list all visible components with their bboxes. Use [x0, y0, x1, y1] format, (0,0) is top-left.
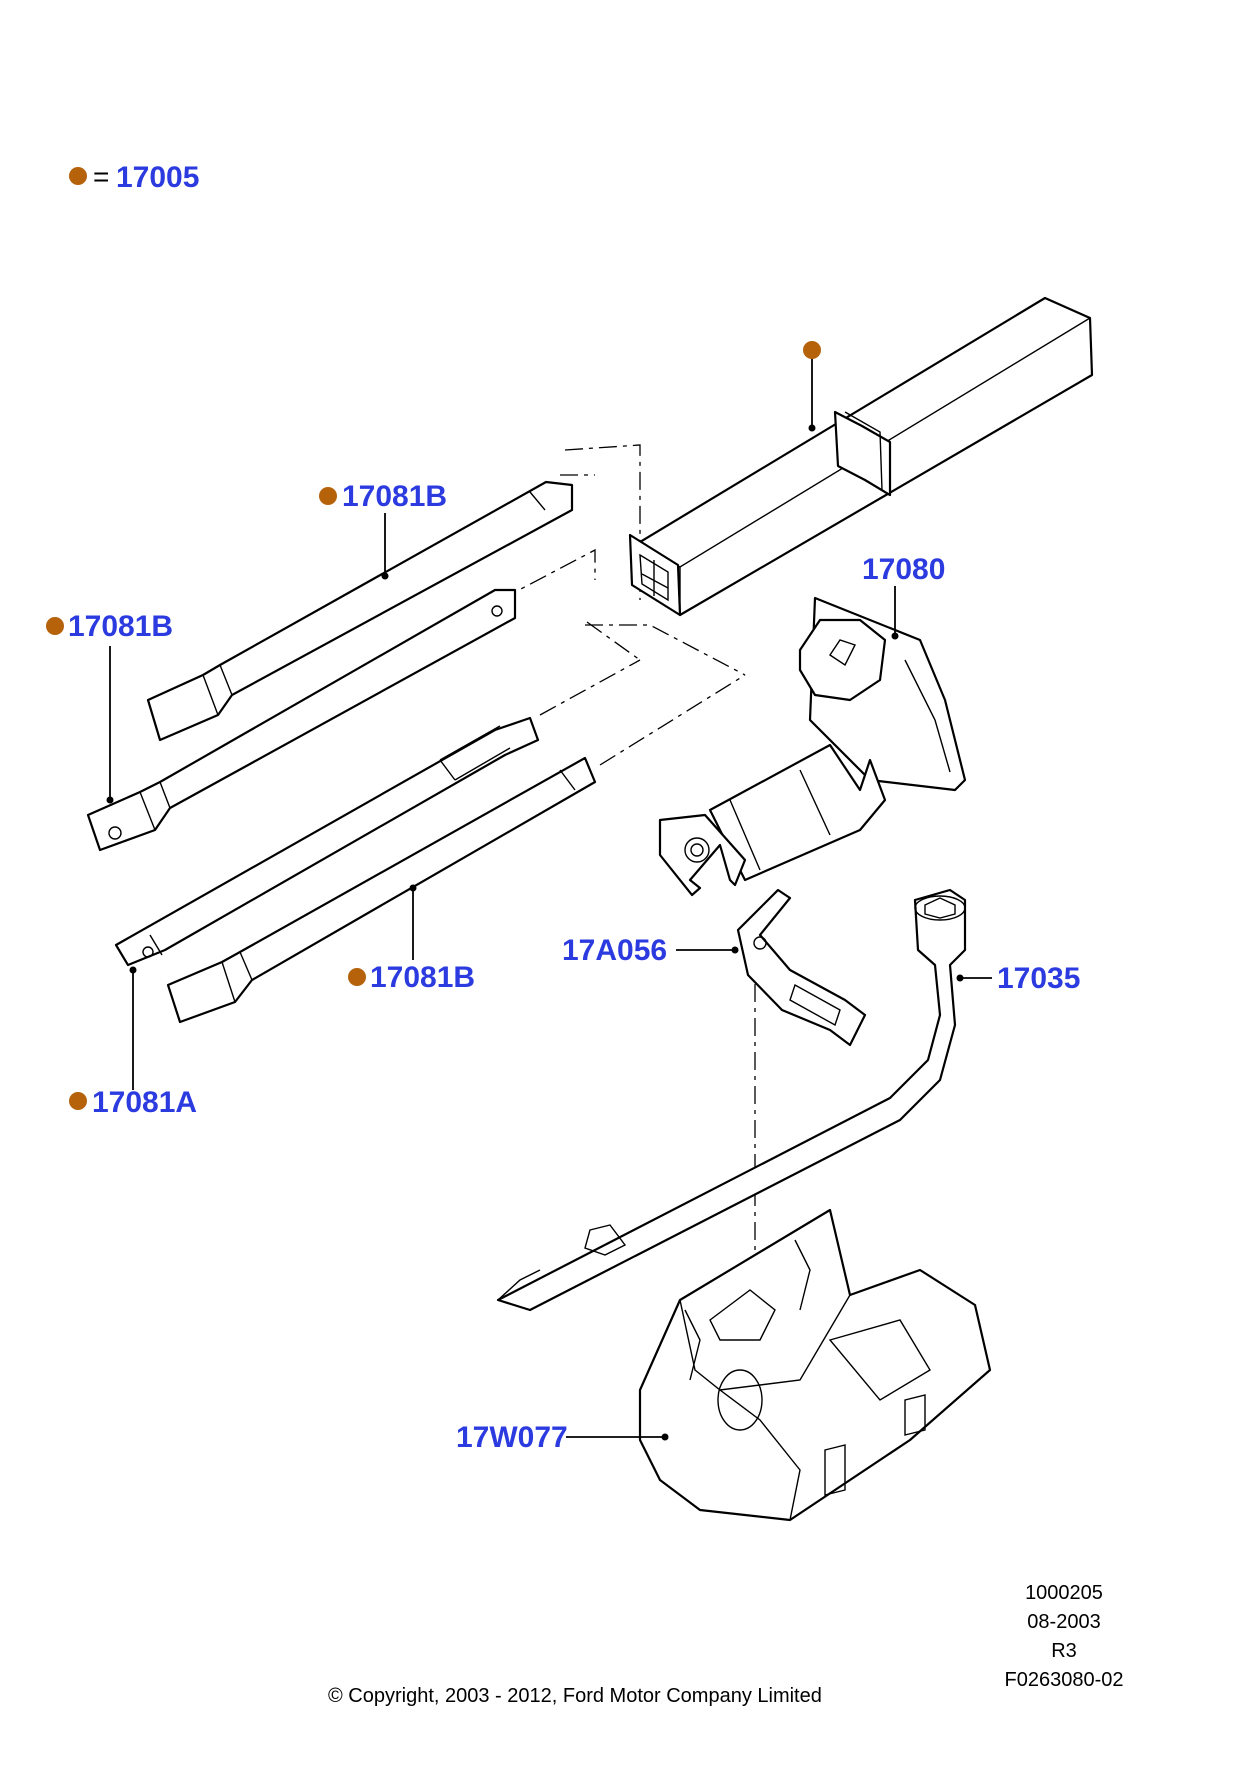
- tool-storage-tray: [638, 1208, 992, 1522]
- top-rod-kit-marker-icon: [319, 487, 337, 505]
- ref-number: 1000205: [1025, 1582, 1103, 1604]
- copyright-notice: © Copyright, 2003 - 2012, Ford Motor Com…: [328, 1685, 822, 1707]
- retaining-clip: [736, 888, 867, 1047]
- bottom-rod-callout: 17081B: [370, 961, 475, 994]
- wrench-callout: 17035: [997, 962, 1080, 995]
- ref-drawing-code: F0263080-02: [1005, 1669, 1124, 1691]
- bottom-socket-rod: [166, 756, 597, 1024]
- top-rod-callout: 17081B: [342, 480, 447, 513]
- tube-kit-marker-icon: [803, 341, 821, 359]
- left-rod-kit-marker-icon: [46, 617, 64, 635]
- kit-marker-icon: [69, 167, 87, 185]
- ref-revision: R3: [1051, 1640, 1077, 1662]
- legend-kit-code: 17005: [116, 161, 199, 194]
- left-rod-leader-dot: [106, 796, 114, 804]
- kit-legend: = 17005: [69, 161, 199, 194]
- tray-callout: 17W077: [456, 1421, 568, 1454]
- jack-leader-dot: [891, 632, 899, 640]
- extension-rod-callout: 17081A: [92, 1086, 197, 1119]
- legend-equals: =: [93, 161, 109, 192]
- extension-rod-kit-marker-icon: [69, 1092, 87, 1110]
- top-socket-rod: [146, 480, 574, 742]
- left-socket-rod: [86, 588, 517, 852]
- tube-leader-dot: [808, 424, 816, 432]
- ref-date: 08-2003: [1027, 1611, 1100, 1633]
- extension-rod-leader-dot: [129, 966, 137, 974]
- storage-tube: [628, 296, 1094, 617]
- top-rod-leader-dot: [381, 572, 389, 580]
- tray-leader-dot: [661, 1433, 669, 1441]
- wrench-leader-dot: [956, 974, 964, 982]
- clip-callout: 17A056: [562, 934, 667, 967]
- drawing-reference-block: 1000205 08-2003 R3 F0263080-02: [1005, 1582, 1124, 1691]
- extension-rod: [114, 716, 540, 967]
- left-rod-callout: 17081B: [68, 610, 173, 643]
- wheel-wrench: [496, 888, 967, 1312]
- bottom-rod-kit-marker-icon: [348, 968, 366, 986]
- clip-leader-dot: [731, 946, 739, 954]
- bottom-rod-leader-dot: [409, 884, 417, 892]
- scissor-jack: [658, 596, 967, 897]
- jack-callout: 17080: [862, 553, 945, 586]
